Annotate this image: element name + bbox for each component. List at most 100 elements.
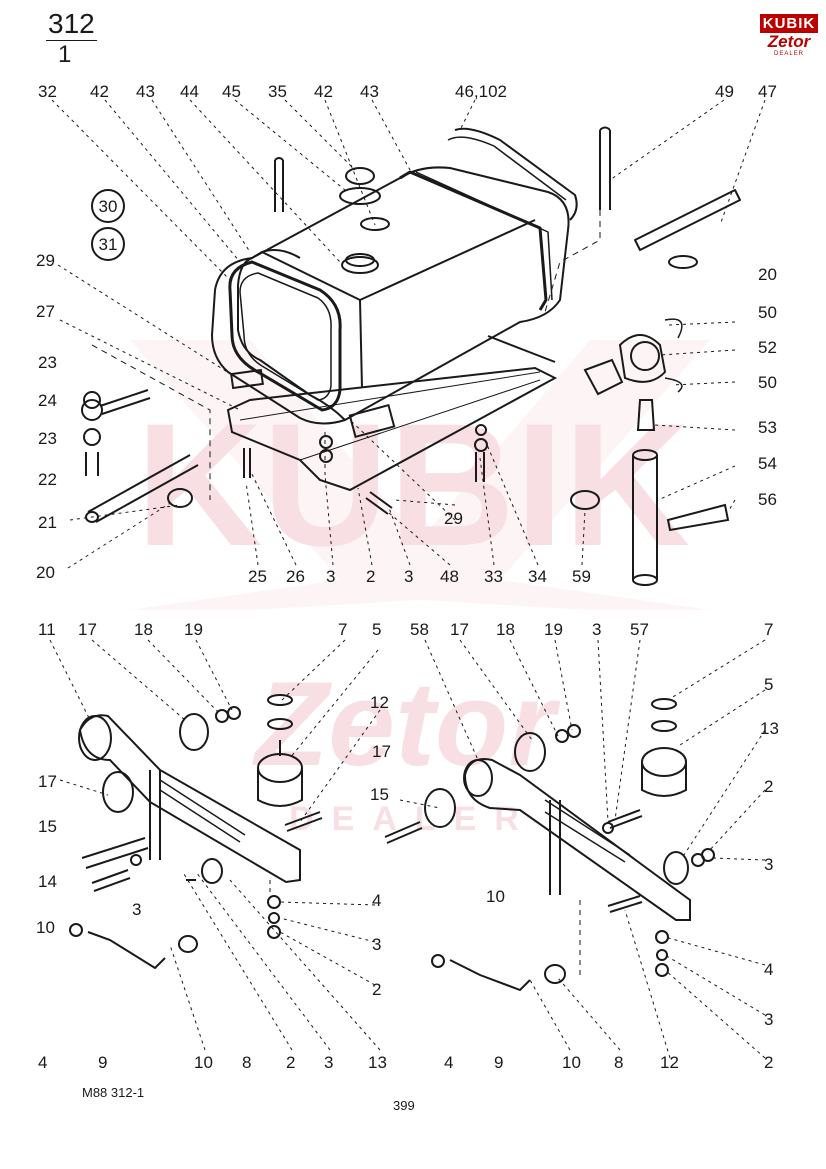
callout-2-d: 2 [764, 777, 773, 796]
circled-ref-31: 31 [99, 235, 118, 254]
callout-10-d: 10 [562, 1053, 581, 1072]
callout-17-b: 17 [38, 772, 57, 791]
logo-make: Zetor [767, 32, 811, 51]
callout-10-c: 10 [486, 887, 505, 906]
callout-9-b: 9 [494, 1053, 503, 1072]
callout-2-a: 2 [366, 567, 375, 586]
logo-sub: DEALER [773, 51, 804, 57]
callout-18-b: 18 [496, 620, 515, 639]
callout-3-e: 3 [324, 1053, 333, 1072]
callout-45: 45 [222, 82, 241, 101]
callout-2-c: 2 [286, 1053, 295, 1072]
callout-9-a: 9 [98, 1053, 107, 1072]
callout-4-a: 4 [372, 891, 381, 910]
page-reference: 312 1 [46, 10, 97, 69]
callout-8-b: 8 [614, 1053, 623, 1072]
callout-7-a: 7 [338, 620, 347, 639]
callout-17-a: 17 [78, 620, 97, 639]
fuel-valve-assembly [570, 318, 730, 586]
callout-20-left: 20 [36, 563, 55, 582]
callout-3-c: 3 [132, 900, 141, 919]
callout-52: 52 [758, 338, 777, 357]
callout-4-b: 4 [38, 1053, 47, 1072]
callout-20-top: 20 [758, 265, 777, 284]
callout-15-b: 15 [370, 785, 389, 804]
circled-ref-30: 30 [99, 197, 118, 216]
callout-48: 48 [440, 567, 459, 586]
callout-19-a: 19 [184, 620, 203, 639]
right-mount-bracket [384, 698, 715, 992]
callout-labels: 32 42 43 44 45 35 42 43 46,102 49 47 30 … [36, 82, 779, 1072]
callout-49: 49 [715, 82, 734, 101]
callout-3-b: 3 [404, 567, 413, 586]
callout-11: 11 [38, 620, 56, 639]
callout-42b: 42 [314, 82, 333, 101]
callout-18-a: 18 [134, 620, 153, 639]
callout-34: 34 [528, 567, 547, 586]
callout-32: 32 [38, 82, 57, 101]
watermark: KUBIK Zetor DEALER [130, 340, 710, 838]
callout-10-a: 10 [36, 918, 55, 937]
callout-8-a: 8 [242, 1053, 251, 1072]
callout-4-c: 4 [764, 960, 773, 979]
callout-2-b: 2 [372, 980, 381, 999]
circled-refs: 30 31 [91, 189, 125, 261]
callout-19-b: 19 [544, 620, 563, 639]
left-mount-bracket [69, 694, 323, 970]
callout-17-c: 17 [450, 620, 469, 639]
callout-3-f: 3 [592, 620, 601, 639]
callout-3-d: 3 [372, 935, 381, 954]
callout-25: 25 [248, 567, 267, 586]
callout-13-a: 13 [368, 1053, 387, 1072]
callout-7-b: 7 [764, 620, 773, 639]
leader-lines [49, 99, 766, 1059]
callout-12-b: 12 [660, 1053, 679, 1072]
page-reference-sheet: 1 [58, 41, 72, 68]
callout-58: 58 [410, 620, 429, 639]
callout-42: 42 [90, 82, 109, 101]
callout-50-top: 50 [758, 303, 777, 322]
left-fuel-line [81, 344, 211, 523]
callout-5-a: 5 [372, 620, 381, 639]
callout-50-bottom: 50 [758, 373, 777, 392]
callout-21: 21 [38, 513, 57, 532]
callout-3-h: 3 [764, 1010, 773, 1029]
callout-13-b: 13 [760, 719, 779, 738]
callout-27: 27 [36, 302, 55, 321]
callout-23-bottom: 23 [38, 429, 57, 448]
callout-53: 53 [758, 418, 777, 437]
callout-43: 43 [136, 82, 155, 101]
callout-33: 33 [484, 567, 503, 586]
callout-17-d: 17 [372, 742, 391, 761]
callout-15-a: 15 [38, 817, 57, 836]
watermark-brand: KUBIK [136, 388, 690, 583]
callout-57: 57 [630, 620, 649, 639]
callout-43b: 43 [360, 82, 379, 101]
watermark-k-shape [130, 340, 710, 610]
page-reference-group: 312 [46, 8, 97, 41]
callout-23-top: 23 [38, 353, 57, 372]
callout-22: 22 [38, 470, 57, 489]
callout-5-b: 5 [764, 675, 773, 694]
callout-2-e: 2 [764, 1053, 773, 1072]
tank-bracket [226, 335, 558, 515]
watermark-sub: DEALER [289, 800, 537, 838]
callout-3-a: 3 [326, 567, 335, 586]
page-number: 399 [393, 1098, 415, 1113]
callout-35: 35 [268, 82, 287, 101]
callout-12-a: 12 [370, 693, 389, 712]
dealer-logo: KUBIK Zetor DEALER [760, 14, 818, 62]
callout-26: 26 [286, 567, 305, 586]
fuel-tank [211, 126, 741, 425]
callout-29-lower: 29 [444, 509, 463, 528]
callout-59: 59 [572, 567, 591, 586]
callout-3-g: 3 [764, 855, 773, 874]
callout-54: 54 [758, 454, 777, 473]
watermark-make: Zetor [252, 657, 561, 791]
callout-44: 44 [180, 82, 199, 101]
callout-56: 56 [758, 490, 777, 509]
callout-10-b: 10 [194, 1053, 213, 1072]
callout-29: 29 [36, 251, 55, 270]
